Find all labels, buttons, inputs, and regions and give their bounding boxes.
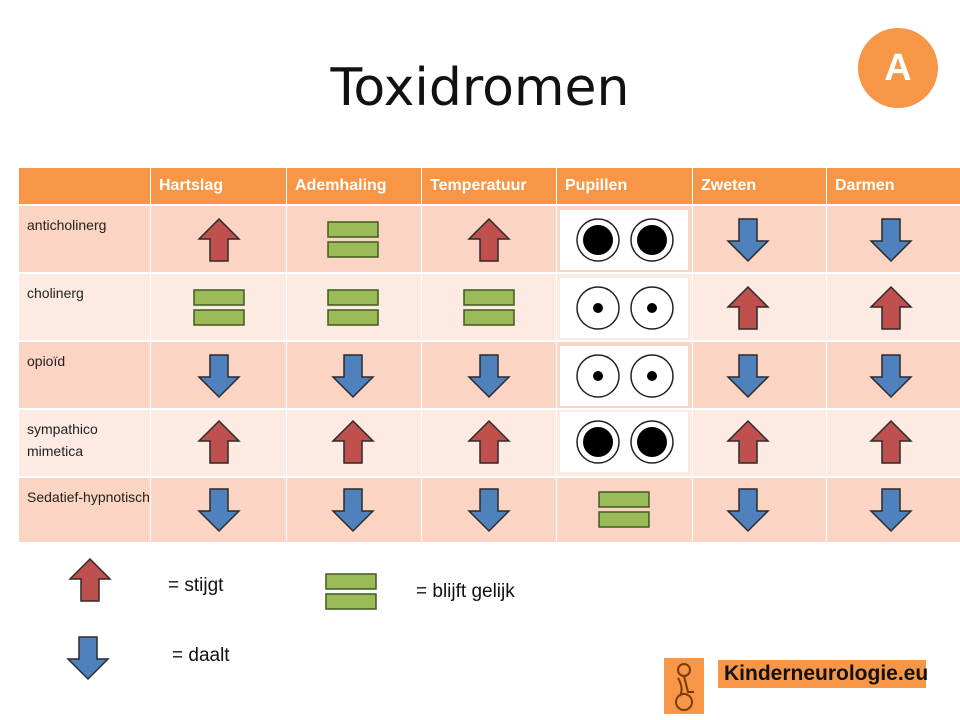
table-row: cholinerg	[19, 274, 960, 340]
table-cell	[422, 410, 557, 476]
dilated-pupils-icon	[560, 210, 688, 270]
row-label: anticholinerg	[19, 206, 151, 272]
row-label: opioïd	[19, 342, 151, 408]
equal-bars-icon	[327, 289, 379, 326]
equal-bars-icon	[325, 573, 377, 610]
arrow-down-icon	[869, 218, 913, 263]
constricted-pupils-icon	[560, 278, 688, 338]
table-cell	[151, 206, 287, 272]
dilated-pupils-icon	[560, 412, 688, 472]
arrow-down-icon	[726, 488, 770, 533]
arrow-up-icon	[869, 419, 913, 464]
arrow-down-icon	[331, 488, 375, 533]
arrow-up-icon	[467, 217, 511, 262]
legend-equal-label: = blijft gelijk	[416, 581, 515, 602]
equal-bars-icon	[193, 289, 245, 326]
arrow-down-icon	[467, 354, 511, 399]
table-cell	[151, 410, 287, 476]
table-cell	[422, 274, 557, 340]
header-cell-temperatuur: Temperatuur	[422, 168, 557, 204]
table-cell	[693, 410, 827, 476]
table-cell	[557, 206, 693, 272]
table-cell	[151, 274, 287, 340]
table-cell	[287, 206, 422, 272]
arrow-down-icon	[331, 354, 375, 399]
arrow-up-icon	[197, 419, 241, 464]
site-logo-text: Kinderneurologie.eu	[718, 660, 928, 688]
table-cell	[287, 274, 422, 340]
header-cell-ademhaling: Ademhaling	[287, 168, 422, 204]
row-label: Sedatief-hypnotisch	[19, 478, 151, 542]
table-cell	[422, 206, 557, 272]
table-cell	[557, 342, 693, 408]
table-cell	[422, 478, 557, 542]
header-cell-hartslag: Hartslag	[151, 168, 287, 204]
slide-badge: A	[858, 28, 938, 108]
equal-bars-icon	[598, 491, 650, 528]
constricted-pupils-icon	[560, 346, 688, 406]
legend-up-label: = stijgt	[168, 575, 224, 596]
table-cell	[287, 342, 422, 408]
table-cell	[151, 478, 287, 542]
table-cell	[287, 478, 422, 542]
table-header-row: Hartslag Ademhaling Temperatuur Pupillen…	[19, 168, 960, 204]
arrow-up-icon	[726, 419, 770, 464]
child-wheelchair-icon	[664, 658, 704, 714]
table-cell	[422, 342, 557, 408]
header-cell-zweten: Zweten	[693, 168, 827, 204]
legend-down-label: = daalt	[172, 645, 230, 666]
header-cell-pupillen: Pupillen	[557, 168, 693, 204]
arrow-down-icon	[726, 354, 770, 399]
arrow-up-icon	[467, 419, 511, 464]
table-cell	[287, 410, 422, 476]
page-title: Toxidromen	[330, 58, 630, 118]
table-cell	[151, 342, 287, 408]
table-cell	[693, 274, 827, 340]
header-cell-empty	[19, 168, 151, 204]
row-label: sympathico mimetica	[19, 410, 151, 476]
arrow-down-icon	[197, 354, 241, 399]
equal-bars-icon	[463, 289, 515, 326]
arrow-down-icon	[197, 488, 241, 533]
table-cell	[693, 342, 827, 408]
arrow-up-icon	[197, 217, 241, 262]
table-cell	[557, 274, 693, 340]
equal-bars-icon	[327, 221, 379, 258]
arrow-down-icon	[869, 488, 913, 533]
arrow-up-icon	[68, 557, 112, 602]
arrow-up-icon	[869, 285, 913, 330]
table-cell	[557, 410, 693, 476]
arrow-down-icon	[66, 636, 110, 681]
table-cell	[693, 478, 827, 542]
arrow-up-icon	[331, 419, 375, 464]
arrow-down-icon	[726, 218, 770, 263]
table-cell	[557, 478, 693, 542]
table-cell	[693, 206, 827, 272]
header-cell-darmen: Darmen	[835, 177, 895, 194]
arrow-down-icon	[467, 488, 511, 533]
arrow-down-icon	[869, 354, 913, 399]
row-label: cholinerg	[19, 274, 151, 340]
arrow-up-icon	[726, 285, 770, 330]
